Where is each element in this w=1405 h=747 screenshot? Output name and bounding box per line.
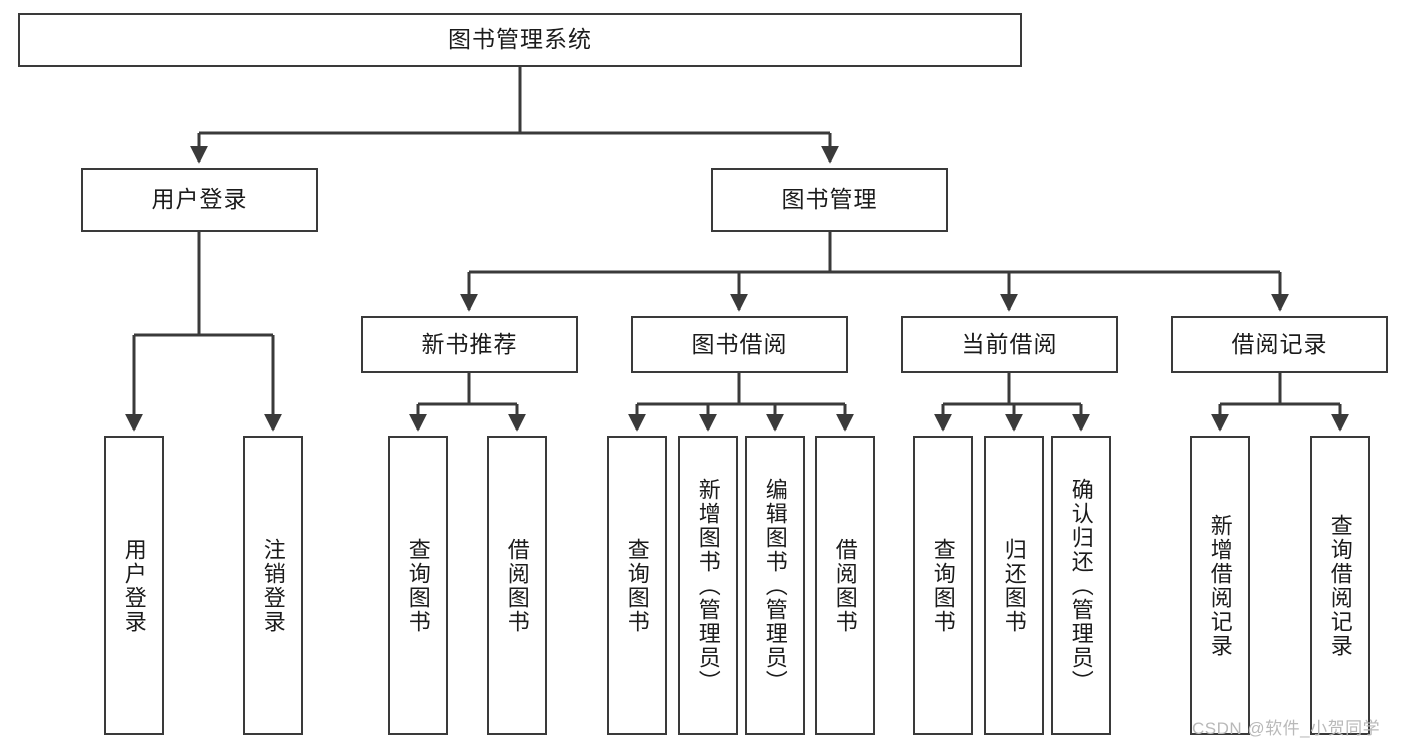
- node-current-borrow-label: 当前借阅: [961, 330, 1058, 357]
- node-book-borrow[interactable]: 图书借阅: [631, 316, 848, 373]
- leaf-query-borrow-record[interactable]: 查询借阅记录: [1310, 436, 1370, 735]
- leaf-confirm-return-admin[interactable]: 确认归还（管理员）: [1051, 436, 1111, 735]
- leaf-add-borrow-record[interactable]: 新增借阅记录: [1190, 436, 1250, 735]
- leaf-borrow-book[interactable]: 借阅图书: [815, 436, 875, 735]
- node-user-login-label: 用户登录: [151, 186, 248, 213]
- leaf-query-borrow-record-label: 查询借阅记录: [1327, 513, 1353, 658]
- node-borrow-record[interactable]: 借阅记录: [1171, 316, 1388, 373]
- leaf-add-borrow-record-label: 新增借阅记录: [1207, 513, 1233, 658]
- leaf-add-book-admin[interactable]: 新增图书（管理员）: [678, 436, 738, 735]
- leaf-add-book-admin-label: 新增图书（管理员）: [695, 477, 721, 694]
- node-current-borrow[interactable]: 当前借阅: [901, 316, 1118, 373]
- leaf-confirm-return-admin-label: 确认归还（管理员）: [1068, 477, 1094, 694]
- node-book-management[interactable]: 图书管理: [711, 168, 948, 232]
- leaf-user-login[interactable]: 用户登录: [104, 436, 164, 735]
- leaf-borrow-book-recommend-label: 借阅图书: [504, 537, 530, 634]
- leaf-query-book-borrow[interactable]: 查询图书: [607, 436, 667, 735]
- leaf-query-book-current-label: 查询图书: [930, 537, 956, 634]
- leaf-logout-label: 注销登录: [260, 537, 286, 634]
- node-new-book-recommend-label: 新书推荐: [421, 330, 518, 357]
- node-new-book-recommend[interactable]: 新书推荐: [361, 316, 578, 373]
- leaf-logout[interactable]: 注销登录: [243, 436, 303, 735]
- node-book-borrow-label: 图书借阅: [691, 330, 788, 357]
- node-root[interactable]: 图书管理系统: [18, 13, 1022, 67]
- node-user-login[interactable]: 用户登录: [81, 168, 318, 232]
- leaf-return-book[interactable]: 归还图书: [984, 436, 1044, 735]
- leaf-query-book-recommend-label: 查询图书: [405, 537, 431, 634]
- csdn-watermark: CSDN @软件_小贺同学: [1192, 719, 1381, 738]
- leaf-edit-book-admin-label: 编辑图书（管理员）: [762, 477, 788, 694]
- leaf-query-book-borrow-label: 查询图书: [624, 537, 650, 634]
- leaf-borrow-book-label: 借阅图书: [832, 537, 858, 634]
- node-borrow-record-label: 借阅记录: [1231, 330, 1328, 357]
- leaf-query-book-current[interactable]: 查询图书: [913, 436, 973, 735]
- leaf-borrow-book-recommend[interactable]: 借阅图书: [487, 436, 547, 735]
- leaf-query-book-recommend[interactable]: 查询图书: [388, 436, 448, 735]
- leaf-user-login-label: 用户登录: [121, 537, 147, 634]
- node-root-label: 图书管理系统: [448, 26, 592, 53]
- node-book-management-label: 图书管理: [781, 186, 878, 213]
- leaf-return-book-label: 归还图书: [1001, 537, 1027, 634]
- leaf-edit-book-admin[interactable]: 编辑图书（管理员）: [745, 436, 805, 735]
